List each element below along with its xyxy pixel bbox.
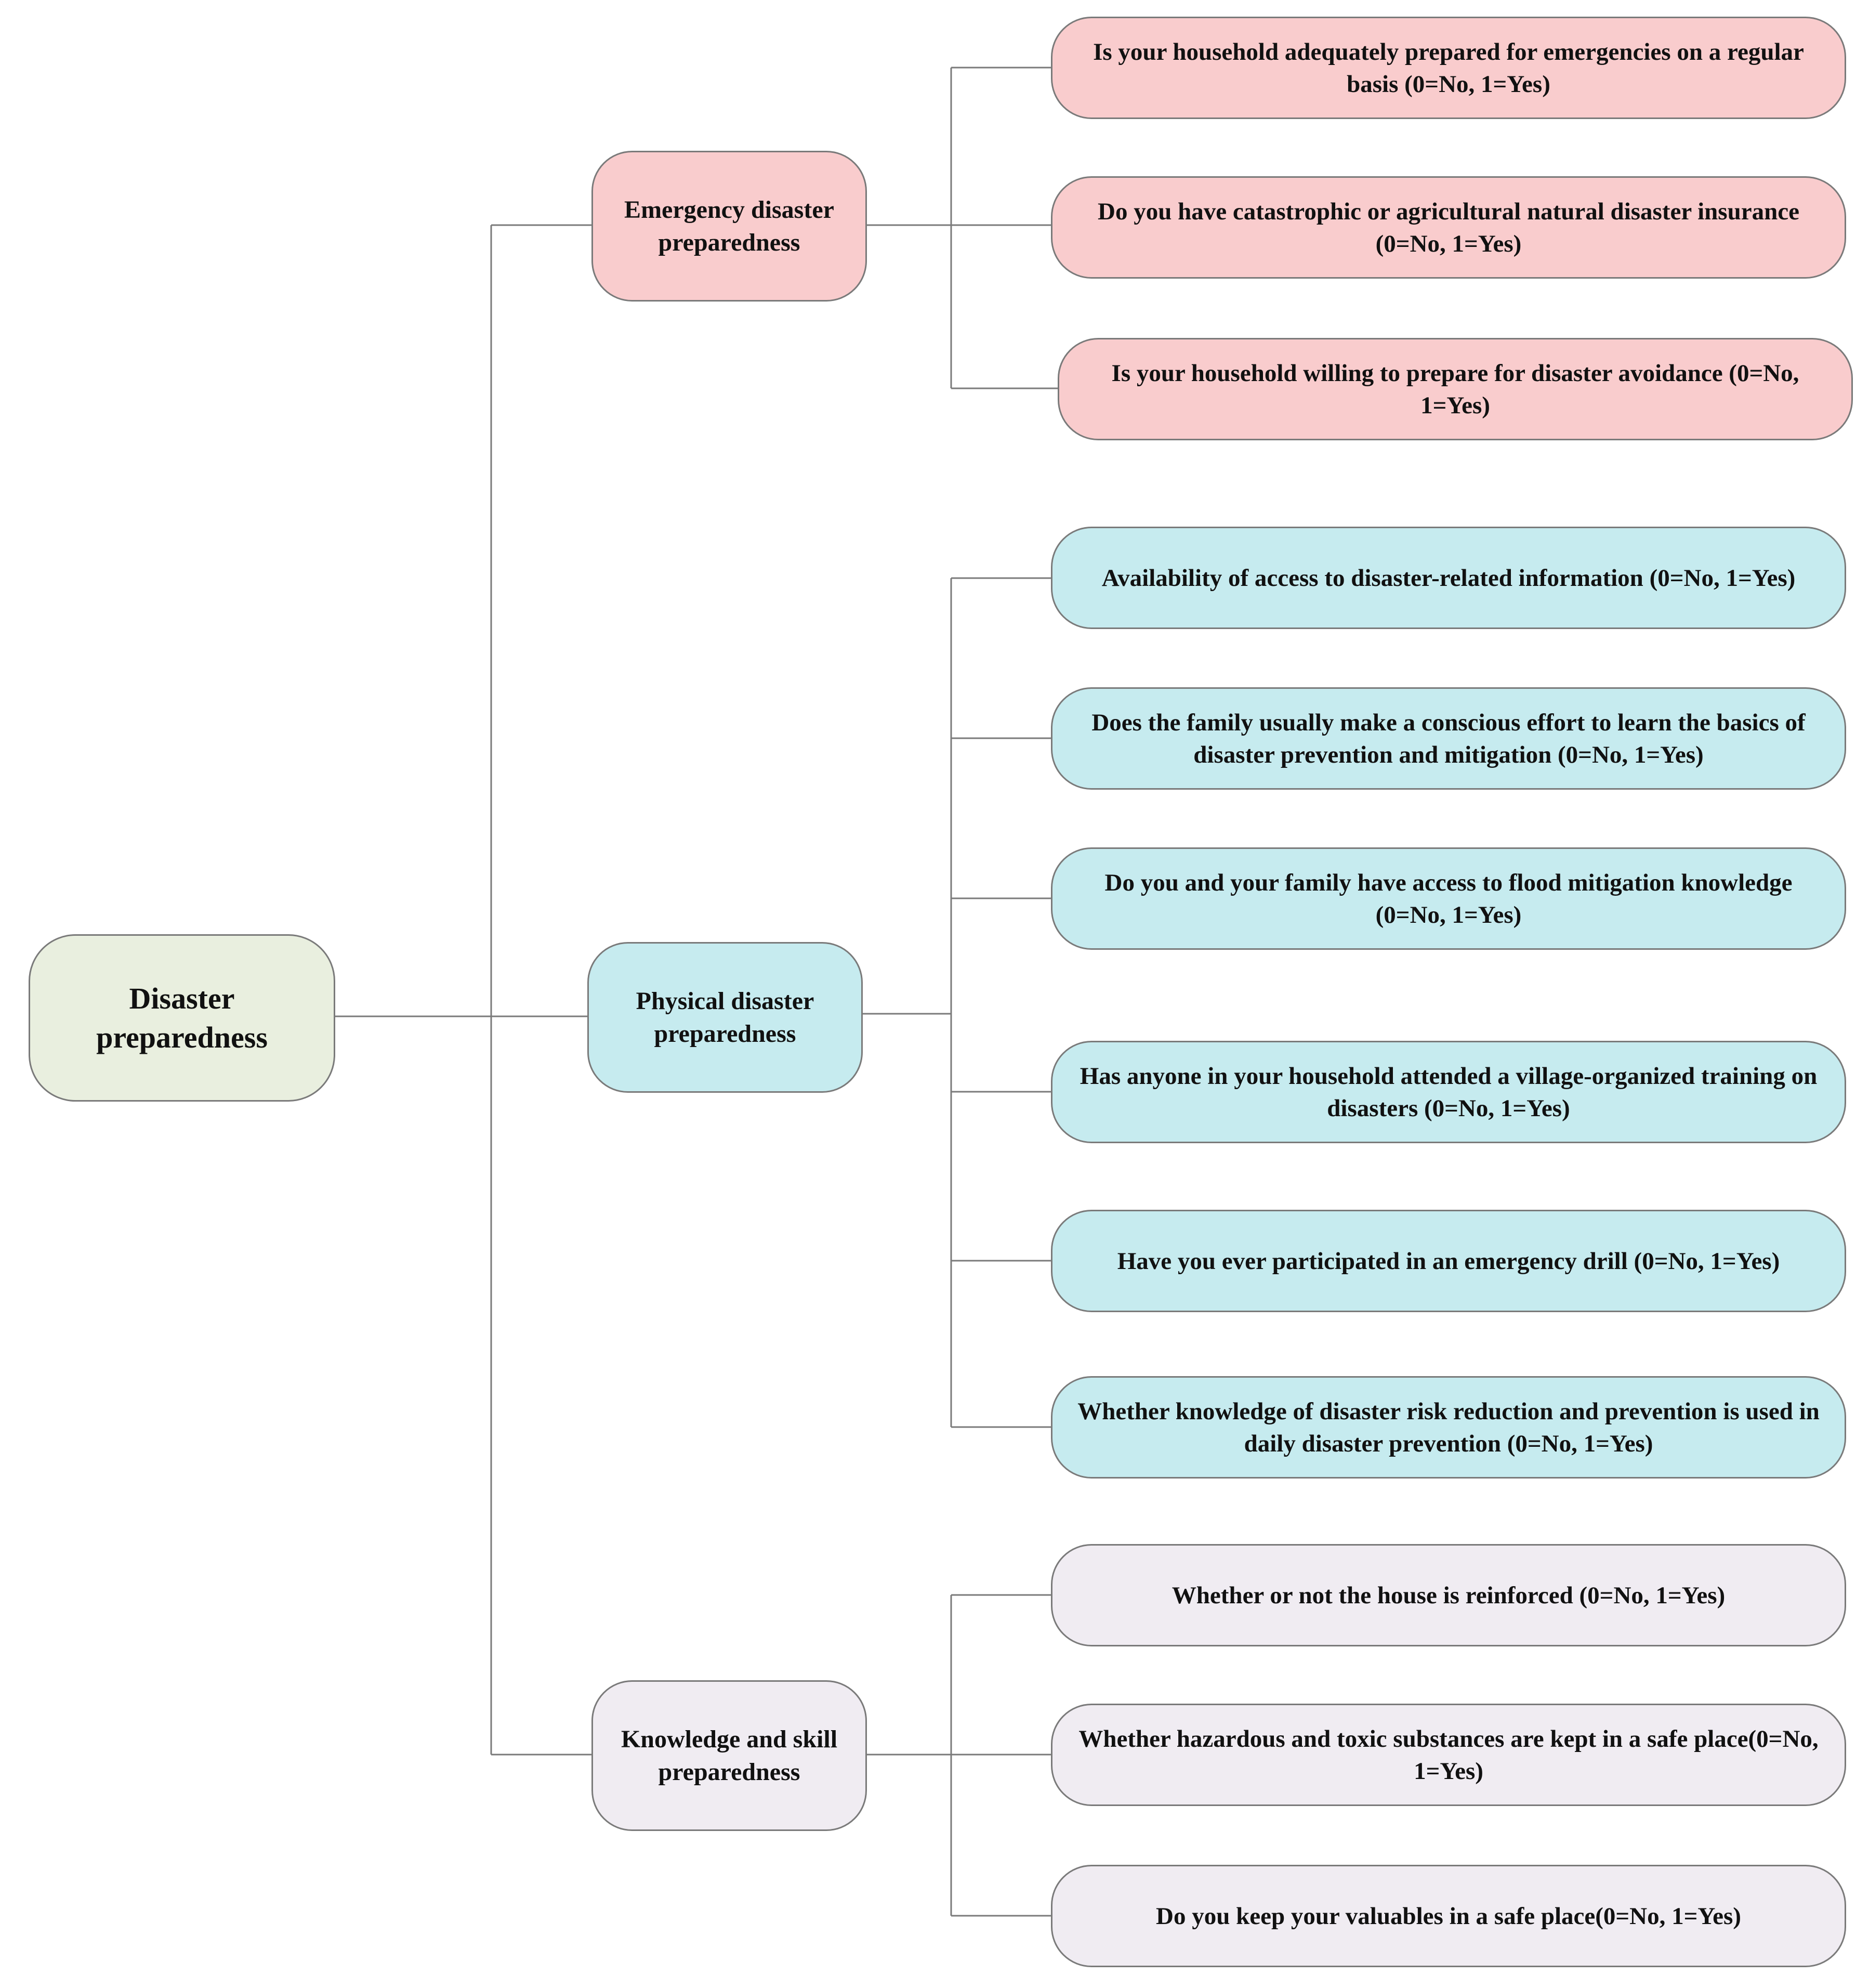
item-label: Have you ever participated in an emergen… [1117,1247,1780,1275]
item-node: Does the family usually make a conscious… [1051,687,1846,790]
item-node: Whether knowledge of disaster risk reduc… [1051,1376,1846,1479]
item-node: Do you have catastrophic or agricultural… [1051,176,1846,279]
item-node: Whether hazardous and toxic substances a… [1051,1704,1846,1806]
item-node: Availability of access to disaster-relat… [1051,527,1846,629]
item-node: Do you and your family have access to fl… [1051,847,1846,950]
item-label: Whether or not the house is reinforced (… [1172,1581,1726,1609]
item-label: Do you keep your valuables in a safe pla… [1156,1902,1741,1930]
root-label: Disaster preparedness [96,982,268,1054]
item-label: Whether hazardous and toxic substances a… [1078,1725,1819,1785]
item-label: Do you and your family have access to fl… [1104,869,1793,928]
category-knowledge: Knowledge and skill preparedness [591,1680,867,1831]
category-label: Physical disaster preparedness [636,987,814,1048]
item-node: Is your household adequately prepared fo… [1051,17,1846,119]
category-label: Emergency disaster preparedness [624,196,834,256]
item-node: Do you keep your valuables in a safe pla… [1051,1865,1846,1967]
category-physical: Physical disaster preparedness [587,942,863,1093]
item-node: Whether or not the house is reinforced (… [1051,1544,1846,1646]
item-label: Do you have catastrophic or agricultural… [1098,198,1799,257]
root-node: Disaster preparedness [29,934,335,1102]
item-label: Has anyone in your household attended a … [1080,1062,1818,1122]
item-node: Have you ever participated in an emergen… [1051,1210,1846,1312]
item-label: Does the family usually make a conscious… [1091,709,1806,768]
item-node: Is your household willing to prepare for… [1058,338,1853,440]
category-emergency: Emergency disaster preparedness [591,151,867,302]
item-node: Has anyone in your household attended a … [1051,1041,1846,1143]
item-label: Is your household adequately prepared fo… [1093,38,1804,98]
item-label: Whether knowledge of disaster risk reduc… [1077,1397,1820,1457]
item-label: Availability of access to disaster-relat… [1101,564,1796,592]
category-label: Knowledge and skill preparedness [621,1725,838,1786]
item-label: Is your household willing to prepare for… [1111,359,1799,419]
